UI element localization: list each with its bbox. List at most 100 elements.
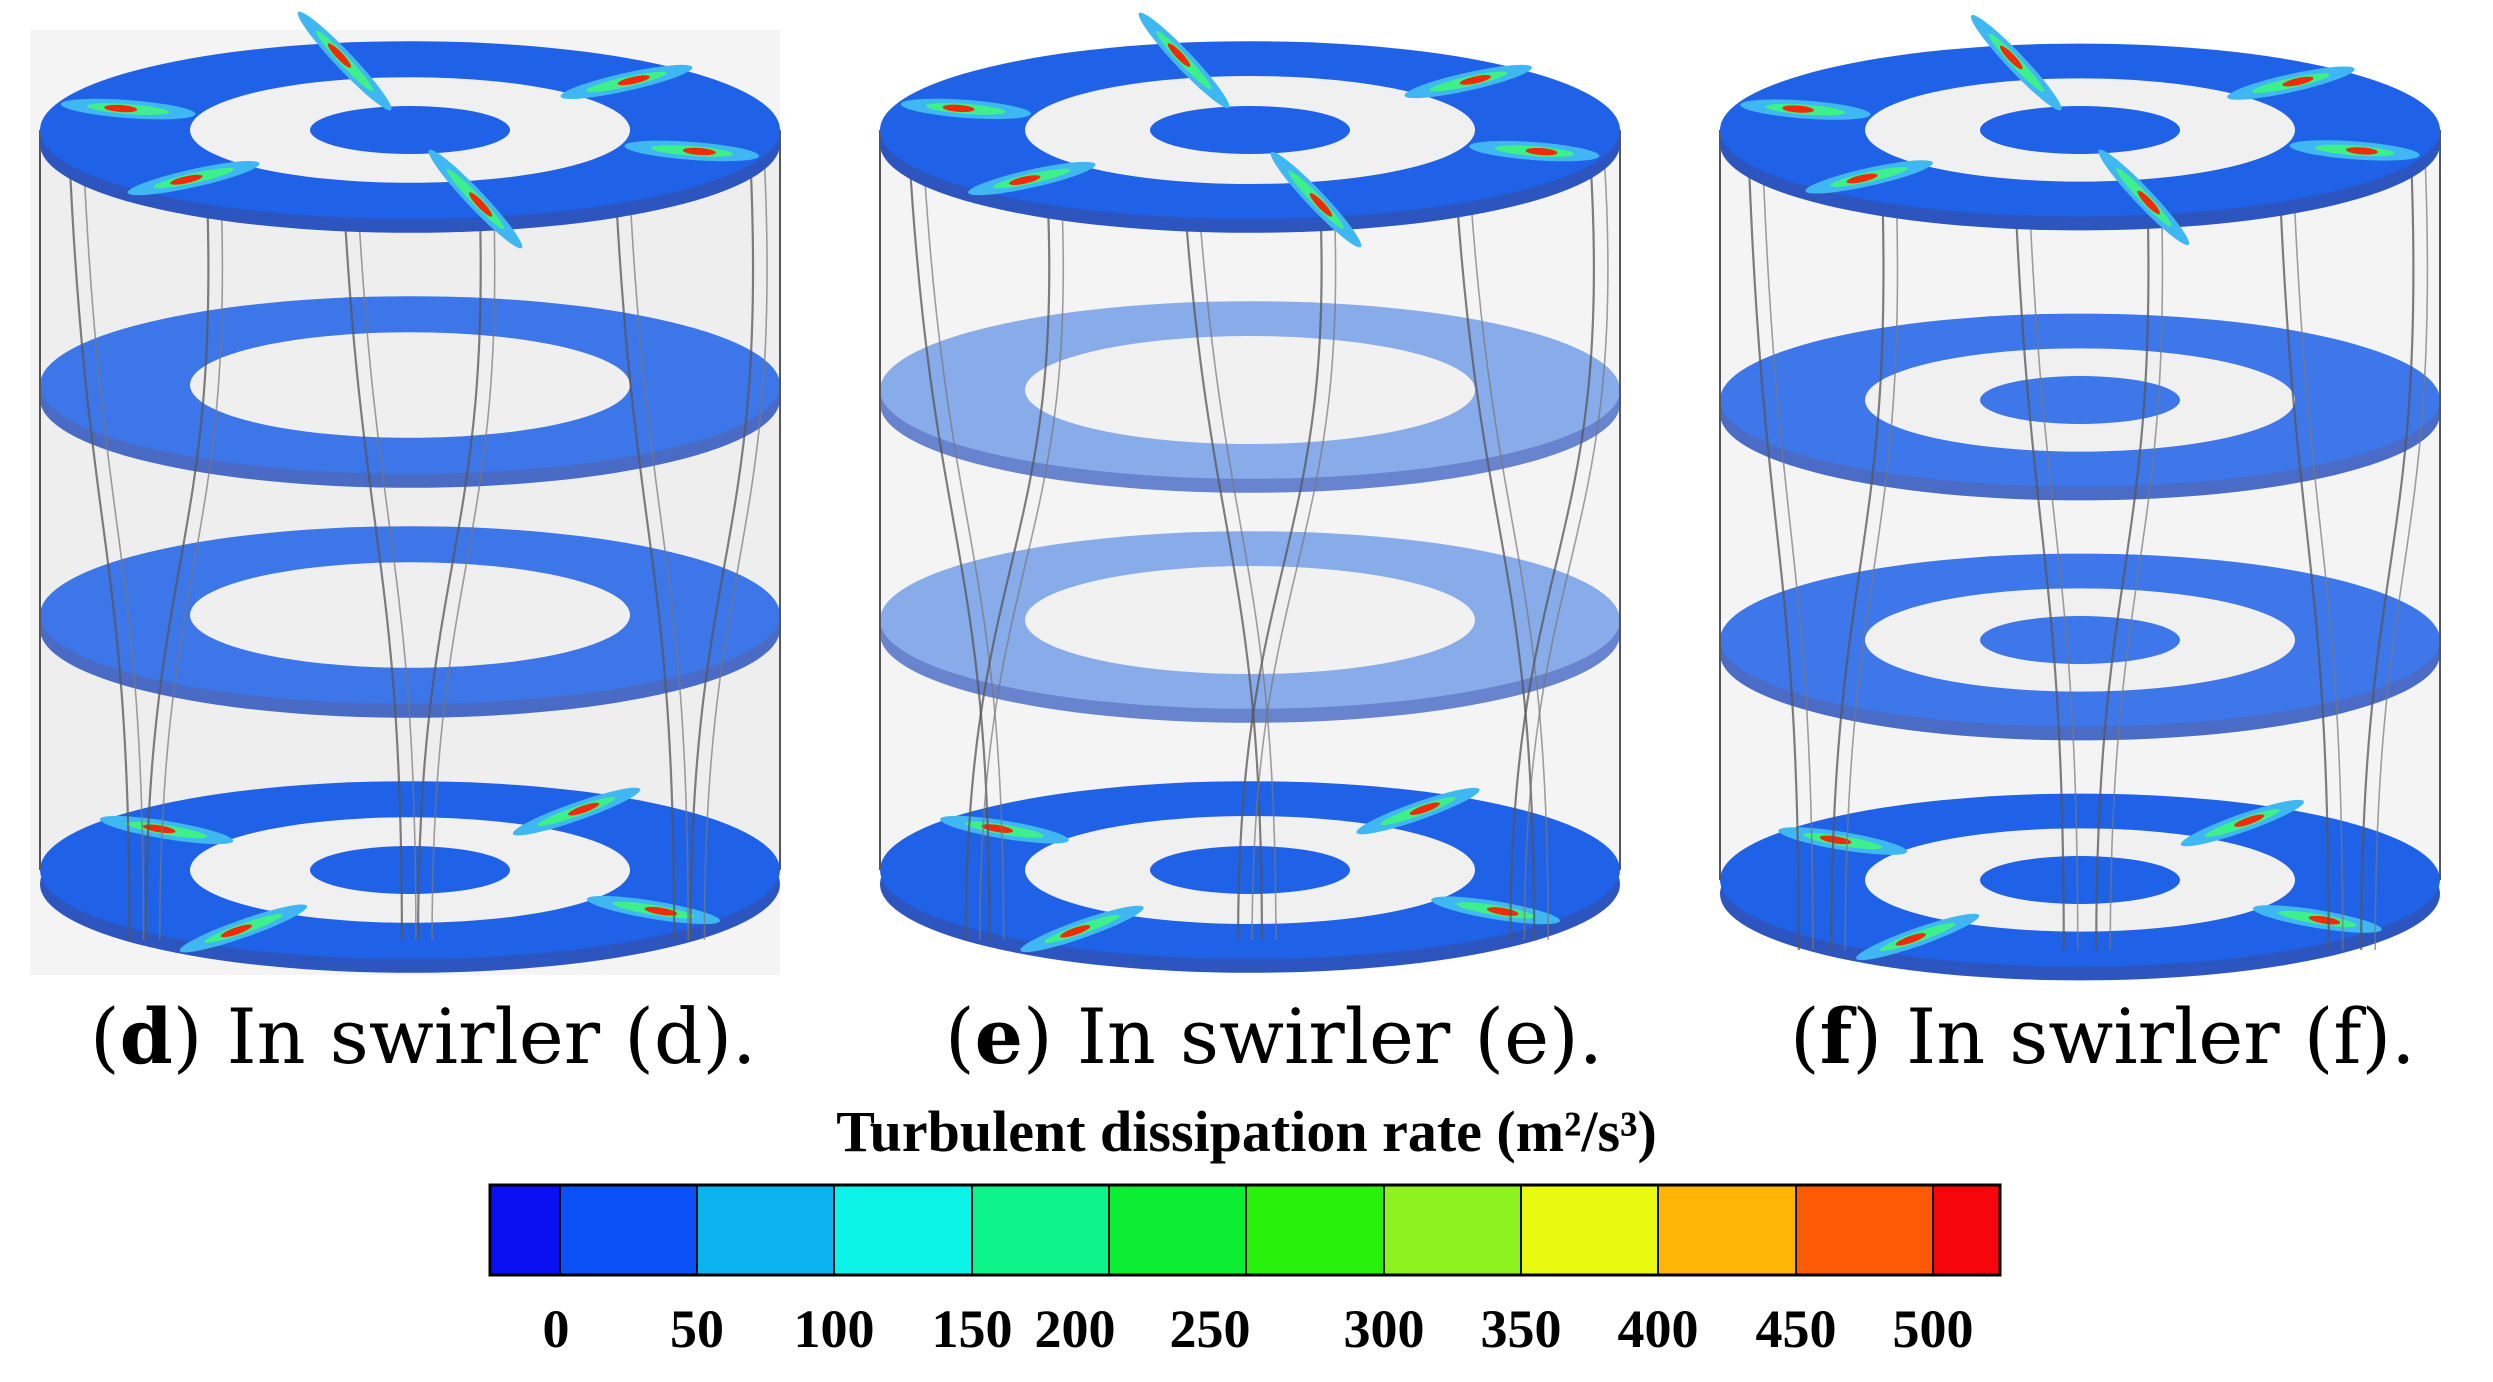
swirler-vane: [2095, 159, 2150, 951]
vane-hotspot: [1805, 160, 1933, 194]
swirler-vane-edge: [2109, 159, 2164, 951]
vane-hotspot: [512, 787, 641, 836]
swirler-vane: [68, 159, 131, 941]
vane-hotspot: [1356, 787, 1480, 835]
hotspot-core: [1782, 105, 1815, 113]
swirler-vane-edge: [1251, 159, 1337, 941]
slice-lower-middle: [40, 526, 780, 718]
colorbar-segment: [1383, 1184, 1522, 1276]
swirler-vane-edge: [1844, 159, 1899, 951]
vane-hotspot: [1740, 99, 1871, 120]
swirler-vane-edge: [2026, 159, 2079, 951]
colorbar-tick-label: 450: [1755, 1299, 1837, 1359]
hotspot-core: [1459, 75, 1491, 85]
hotspot-core: [942, 104, 975, 113]
ring-inner-hole: [190, 332, 630, 438]
vane-hotspot: [1020, 905, 1144, 953]
colorbar-segment: [1108, 1184, 1247, 1276]
vane-hotspot: [179, 904, 308, 953]
vane-hotspot: [60, 98, 196, 120]
colorbar-tick-label: 300: [1343, 1299, 1425, 1359]
hotspot-core: [1309, 193, 1333, 217]
colorbar-segment: [971, 1184, 1110, 1276]
swirler-vane: [613, 159, 676, 941]
hub-disc: [310, 846, 510, 894]
hub-disc: [1150, 846, 1350, 894]
swirler-vane-edge: [703, 159, 768, 941]
swirler-panel-e: [879, 12, 1621, 973]
swirler-vane-edge: [355, 159, 417, 941]
hub-disc: [1980, 856, 2180, 904]
vane-hotspot: [1270, 151, 1362, 248]
hotspot-core: [2234, 814, 2265, 827]
colorbar-tick-label: 50: [670, 1299, 724, 1359]
colorbar-tick-label: 200: [1034, 1299, 1116, 1359]
colorbar-segment: [489, 1184, 561, 1276]
vane-hotspot: [428, 149, 523, 249]
vane-hotspot: [1778, 827, 1908, 855]
colorbar-segment: [1520, 1184, 1659, 1276]
colorbar-segment: [696, 1184, 835, 1276]
hotspot-core: [644, 906, 678, 916]
hotspot-core: [2282, 76, 2314, 87]
slice-upper-middle: [880, 301, 1620, 493]
hotspot-core: [1846, 173, 1878, 184]
slice-lower-middle: [880, 531, 1620, 723]
swirler-vane-edge: [922, 159, 1005, 941]
vane-hotspot: [968, 161, 1096, 196]
vane-hotspot: [2180, 799, 2304, 847]
hotspot-core: [1167, 43, 1191, 67]
swirler-vane-edge: [627, 159, 690, 941]
swirler-vane: [1180, 159, 1264, 941]
caption-text-f: In swirler (f).: [1882, 992, 2416, 1081]
vane-hotspot: [2289, 140, 2420, 161]
vane-hotspot: [1856, 913, 1980, 961]
slice-upper-middle: [40, 296, 780, 488]
swirler-vane-edge: [2374, 159, 2429, 951]
vane-hotspot: [624, 140, 760, 162]
hotspot-core: [568, 802, 600, 816]
swirler-vane-edge: [2291, 159, 2344, 951]
vane-hotspot: [940, 815, 1069, 844]
swirler-vane-edge: [82, 159, 145, 941]
swirler-vane-edge: [1523, 159, 1609, 941]
ring-inner-hole: [1025, 566, 1475, 674]
colorbar-tick-label: 350: [1480, 1299, 1562, 1359]
vane-hotspot: [127, 161, 260, 196]
hotspot-core: [1895, 933, 1926, 946]
vane-hotspot: [1404, 64, 1532, 99]
colorbar-tick-label: 150: [931, 1299, 1013, 1359]
hotspot-core: [1525, 147, 1558, 156]
hub-disc: [1980, 616, 2180, 664]
slice-bottom: [1720, 793, 2440, 981]
hotspot-core: [468, 192, 493, 217]
hotspot-core: [1060, 925, 1091, 938]
hotspot-core: [617, 75, 650, 86]
vane-hotspot: [297, 11, 392, 111]
swirler-vane: [416, 159, 482, 941]
hotspot-core: [142, 824, 176, 834]
caption-panel-f: (f) In swirler (f).: [1790, 992, 2416, 1081]
swirler-vane-edge: [1762, 159, 1814, 951]
hub-disc: [1980, 106, 2180, 154]
swirler-vane: [1236, 159, 1323, 941]
hotspot-core: [220, 924, 252, 938]
caption-letter-d: d: [119, 992, 173, 1081]
slice-bottom: [880, 781, 1620, 973]
hotspot-core: [981, 824, 1014, 833]
vane-hotspot: [2227, 66, 2355, 100]
slice-upper-middle: [1720, 313, 2440, 501]
swirler-vane: [908, 159, 991, 941]
swirler-vane-edge: [158, 159, 224, 941]
hotspot-core: [2308, 915, 2341, 925]
hotspot-core: [327, 43, 352, 68]
swirler-vane: [2277, 159, 2330, 951]
swirler-panel-f: [1719, 14, 2441, 981]
hub-disc: [310, 106, 510, 154]
hotspot-core: [104, 104, 138, 113]
colorbar-segment: [1245, 1184, 1385, 1276]
swirler-vane: [2360, 159, 2415, 951]
hotspot-core: [2137, 190, 2160, 215]
vane-hotspot: [1469, 140, 1600, 162]
caption-panel-d: (d) In swirler (d).: [90, 992, 757, 1081]
